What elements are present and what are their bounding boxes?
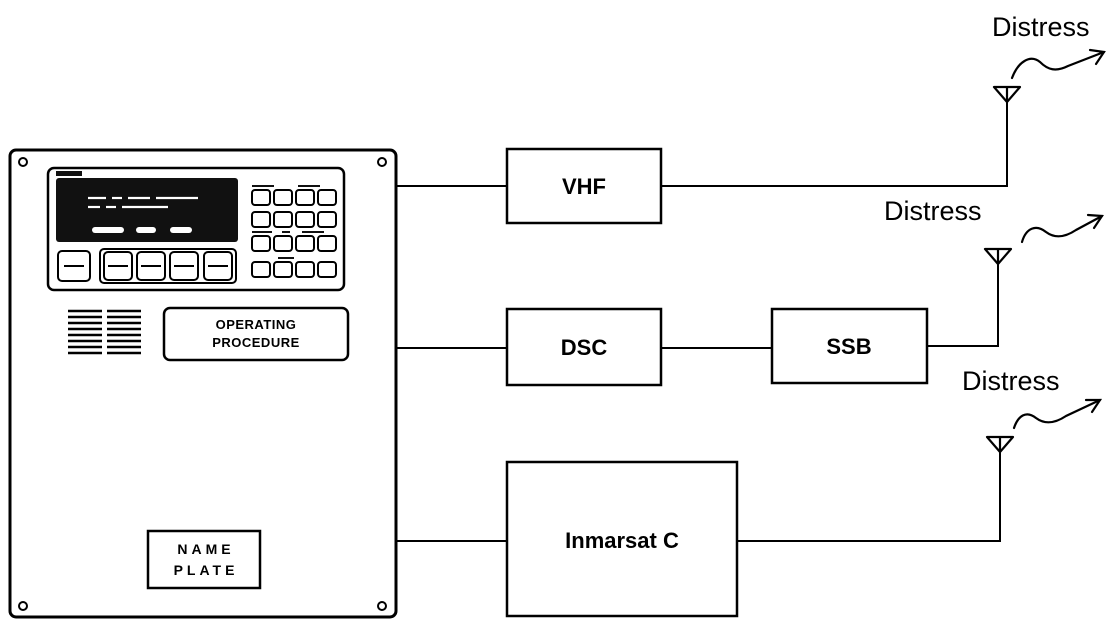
wire-inmarsat-antenna bbox=[737, 450, 1001, 542]
speaker-grille bbox=[68, 309, 141, 355]
antenna-icon bbox=[983, 247, 1013, 266]
keypad-key bbox=[251, 235, 271, 252]
name-plate-line1: NAME bbox=[177, 541, 234, 557]
distress-label: Distress bbox=[884, 196, 982, 226]
keypad-key bbox=[251, 211, 271, 228]
wire-vhf-antenna bbox=[661, 100, 1008, 187]
display-text-lines bbox=[88, 196, 198, 209]
screw-top-left bbox=[18, 157, 28, 167]
signal-wave-icon bbox=[1020, 213, 1104, 244]
operating-procedure-plate bbox=[162, 306, 350, 362]
antenna-icon bbox=[992, 85, 1022, 104]
inmarsat-box bbox=[505, 460, 739, 618]
lcd-display bbox=[56, 178, 238, 242]
operating-procedure-line2: PROCEDURE bbox=[212, 335, 300, 350]
screw-bottom-right bbox=[377, 601, 387, 611]
brand-mark bbox=[56, 171, 82, 176]
antenna-icon bbox=[985, 435, 1015, 454]
keypad-key bbox=[273, 211, 293, 228]
ssb-box bbox=[770, 307, 929, 385]
keypad-key bbox=[273, 235, 293, 252]
keypad-key bbox=[273, 261, 293, 278]
keypad-key bbox=[251, 261, 271, 278]
dsc-label: DSC bbox=[561, 335, 608, 360]
keypad-key bbox=[317, 189, 337, 206]
connection-wires bbox=[396, 100, 1008, 542]
inmarsat-label: Inmarsat C bbox=[565, 528, 679, 553]
screw-top-right bbox=[377, 157, 387, 167]
screw-bottom-left bbox=[18, 601, 28, 611]
distress-label: Distress bbox=[962, 366, 1060, 396]
keypad-key bbox=[317, 261, 337, 278]
name-plate-line2: PLATE bbox=[174, 562, 239, 578]
dsc-box bbox=[505, 307, 663, 387]
keypad-key bbox=[317, 211, 337, 228]
operating-procedure-line1: OPERATING bbox=[216, 317, 297, 332]
keypad-key bbox=[273, 189, 293, 206]
signal-wave-icon bbox=[1012, 398, 1103, 430]
keypad-key bbox=[251, 189, 271, 206]
ssb-label: SSB bbox=[826, 334, 871, 359]
signal-wave-icon bbox=[1010, 48, 1106, 80]
keypad-key bbox=[295, 261, 315, 278]
wire-ssb-antenna bbox=[927, 262, 999, 347]
control-unit bbox=[46, 166, 346, 292]
keypad-key bbox=[295, 235, 315, 252]
keypad-legend-marks bbox=[252, 185, 324, 259]
keypad-key bbox=[295, 189, 315, 206]
distress-label: Distress bbox=[992, 12, 1090, 42]
keypad bbox=[251, 189, 337, 278]
vhf-box bbox=[505, 147, 663, 225]
control-panel: OPERATING PROCEDURE NAME PLATE bbox=[8, 148, 398, 619]
display-soft-keys bbox=[92, 227, 192, 233]
keypad-key bbox=[295, 211, 315, 228]
keypad-key bbox=[317, 235, 337, 252]
equipment-boxes bbox=[505, 147, 929, 618]
vhf-label: VHF bbox=[562, 174, 606, 199]
name-plate bbox=[146, 529, 262, 590]
